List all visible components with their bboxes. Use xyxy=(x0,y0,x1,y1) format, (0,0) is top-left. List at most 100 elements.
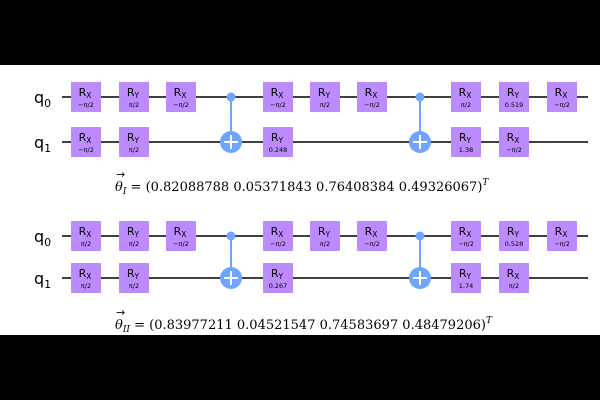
qubit-label: q0 xyxy=(34,227,51,249)
gate-axis: X xyxy=(466,91,471,100)
rotation-gate xyxy=(119,82,149,112)
rotation-gate xyxy=(451,82,481,112)
gate-param: π/2 xyxy=(129,282,139,290)
rotation-gate xyxy=(547,221,577,251)
equation-vector-arrow: → xyxy=(116,306,125,319)
rotation-gate xyxy=(263,82,293,112)
qubit-label: q1 xyxy=(34,133,51,155)
gate-axis: X xyxy=(514,272,519,281)
gate-param: π/2 xyxy=(129,146,139,154)
gate-param: −π/2 xyxy=(554,101,570,109)
gate-param: 1.38 xyxy=(459,146,473,154)
gate-axis: X xyxy=(86,136,91,145)
equation-values: (0.82088788 0.05371843 0.76408384 0.4932… xyxy=(146,180,483,195)
gate-axis: X xyxy=(278,91,283,100)
gate-param: π/2 xyxy=(320,101,330,109)
gate-param: 0.528 xyxy=(505,240,524,248)
qubit-label-subscript: 0 xyxy=(44,236,51,249)
gate-param: −π/2 xyxy=(270,240,286,248)
qubit-label: q1 xyxy=(34,269,51,291)
gate-param: −π/2 xyxy=(364,101,380,109)
gate-axis: Y xyxy=(278,136,284,145)
gate-param: −π/2 xyxy=(270,101,286,109)
gate-axis: Y xyxy=(466,136,472,145)
rotation-gate xyxy=(119,127,149,157)
gate-param: π/2 xyxy=(461,101,471,109)
gate-param: −π/2 xyxy=(78,101,94,109)
equation-vector-arrow: → xyxy=(116,168,125,181)
gate-param: 1.74 xyxy=(459,282,473,290)
rotation-gate xyxy=(71,82,101,112)
rotation-gate xyxy=(499,263,529,293)
equation-superscript: T xyxy=(486,316,493,326)
rotation-gate xyxy=(499,127,529,157)
gate-axis: Y xyxy=(325,91,331,100)
qubit-label-subscript: 1 xyxy=(44,278,51,291)
gate-axis: X xyxy=(372,91,377,100)
gate-axis: Y xyxy=(514,91,520,100)
equation-symbol: θ xyxy=(115,318,123,333)
equation: θI = (0.82088788 0.05371843 0.76408384 0… xyxy=(115,178,489,197)
gate-axis: X xyxy=(86,230,91,239)
gate-param: π/2 xyxy=(320,240,330,248)
equation-subscript: II xyxy=(122,325,131,335)
gate-axis: Y xyxy=(134,272,140,281)
gate-axis: Y xyxy=(514,230,520,239)
qubit-label: q0 xyxy=(34,88,51,110)
gate-param: −π/2 xyxy=(78,146,94,154)
rotation-gate xyxy=(166,221,196,251)
gate-axis: X xyxy=(466,230,471,239)
rotation-gate xyxy=(263,263,293,293)
gate-axis: X xyxy=(372,230,377,239)
rotation-gate xyxy=(310,82,340,112)
equation-values: (0.83977211 0.04521547 0.74583697 0.4847… xyxy=(149,318,486,333)
rotation-gate xyxy=(451,127,481,157)
gate-axis: Y xyxy=(134,136,140,145)
gate-param: −π/2 xyxy=(173,240,189,248)
equation-equals: = xyxy=(130,318,149,333)
gate-param: π/2 xyxy=(129,101,139,109)
gate-param: −π/2 xyxy=(506,146,522,154)
equation-equals: = xyxy=(126,180,145,195)
gate-axis: X xyxy=(181,91,186,100)
gate-axis: X xyxy=(278,230,283,239)
gate-param: π/2 xyxy=(509,282,519,290)
rotation-gate xyxy=(451,263,481,293)
cnot-control-dot xyxy=(226,92,236,102)
rotation-gate xyxy=(166,82,196,112)
gate-axis: Y xyxy=(325,230,331,239)
gate-axis: Y xyxy=(278,272,284,281)
gate-param: 0.519 xyxy=(505,101,524,109)
rotation-gate xyxy=(451,221,481,251)
rotation-gate xyxy=(119,263,149,293)
rotation-gate xyxy=(263,127,293,157)
gate-param: 0.267 xyxy=(269,282,288,290)
rotation-gate xyxy=(357,221,387,251)
gate-axis: Y xyxy=(134,91,140,100)
equation: θII = (0.83977211 0.04521547 0.74583697 … xyxy=(115,316,493,335)
rotation-gate xyxy=(499,82,529,112)
rotation-gate xyxy=(71,221,101,251)
equation-subscript: I xyxy=(122,187,127,197)
gate-axis: X xyxy=(86,91,91,100)
gate-axis: X xyxy=(86,272,91,281)
gate-param: −π/2 xyxy=(173,101,189,109)
cnot-control-dot xyxy=(415,231,425,241)
gate-axis: X xyxy=(181,230,186,239)
rotation-gate xyxy=(71,127,101,157)
rotation-gate xyxy=(119,221,149,251)
gate-param: −π/2 xyxy=(554,240,570,248)
rotation-gate xyxy=(547,82,577,112)
gate-param: π/2 xyxy=(81,240,91,248)
rotation-gate xyxy=(71,263,101,293)
gate-axis: X xyxy=(514,136,519,145)
gate-param: 0.248 xyxy=(269,146,288,154)
gate-axis: X xyxy=(562,91,567,100)
rotation-gate xyxy=(263,221,293,251)
gate-param: π/2 xyxy=(129,240,139,248)
rotation-gate xyxy=(499,221,529,251)
gate-param: π/2 xyxy=(81,282,91,290)
quantum-circuits-diagram: q0q1RX−π/2RYπ/2RX−π/2RX−π/2RYπ/2RX−π/2RX… xyxy=(34,82,588,335)
qubit-label-subscript: 0 xyxy=(44,97,51,110)
rotation-gate xyxy=(357,82,387,112)
